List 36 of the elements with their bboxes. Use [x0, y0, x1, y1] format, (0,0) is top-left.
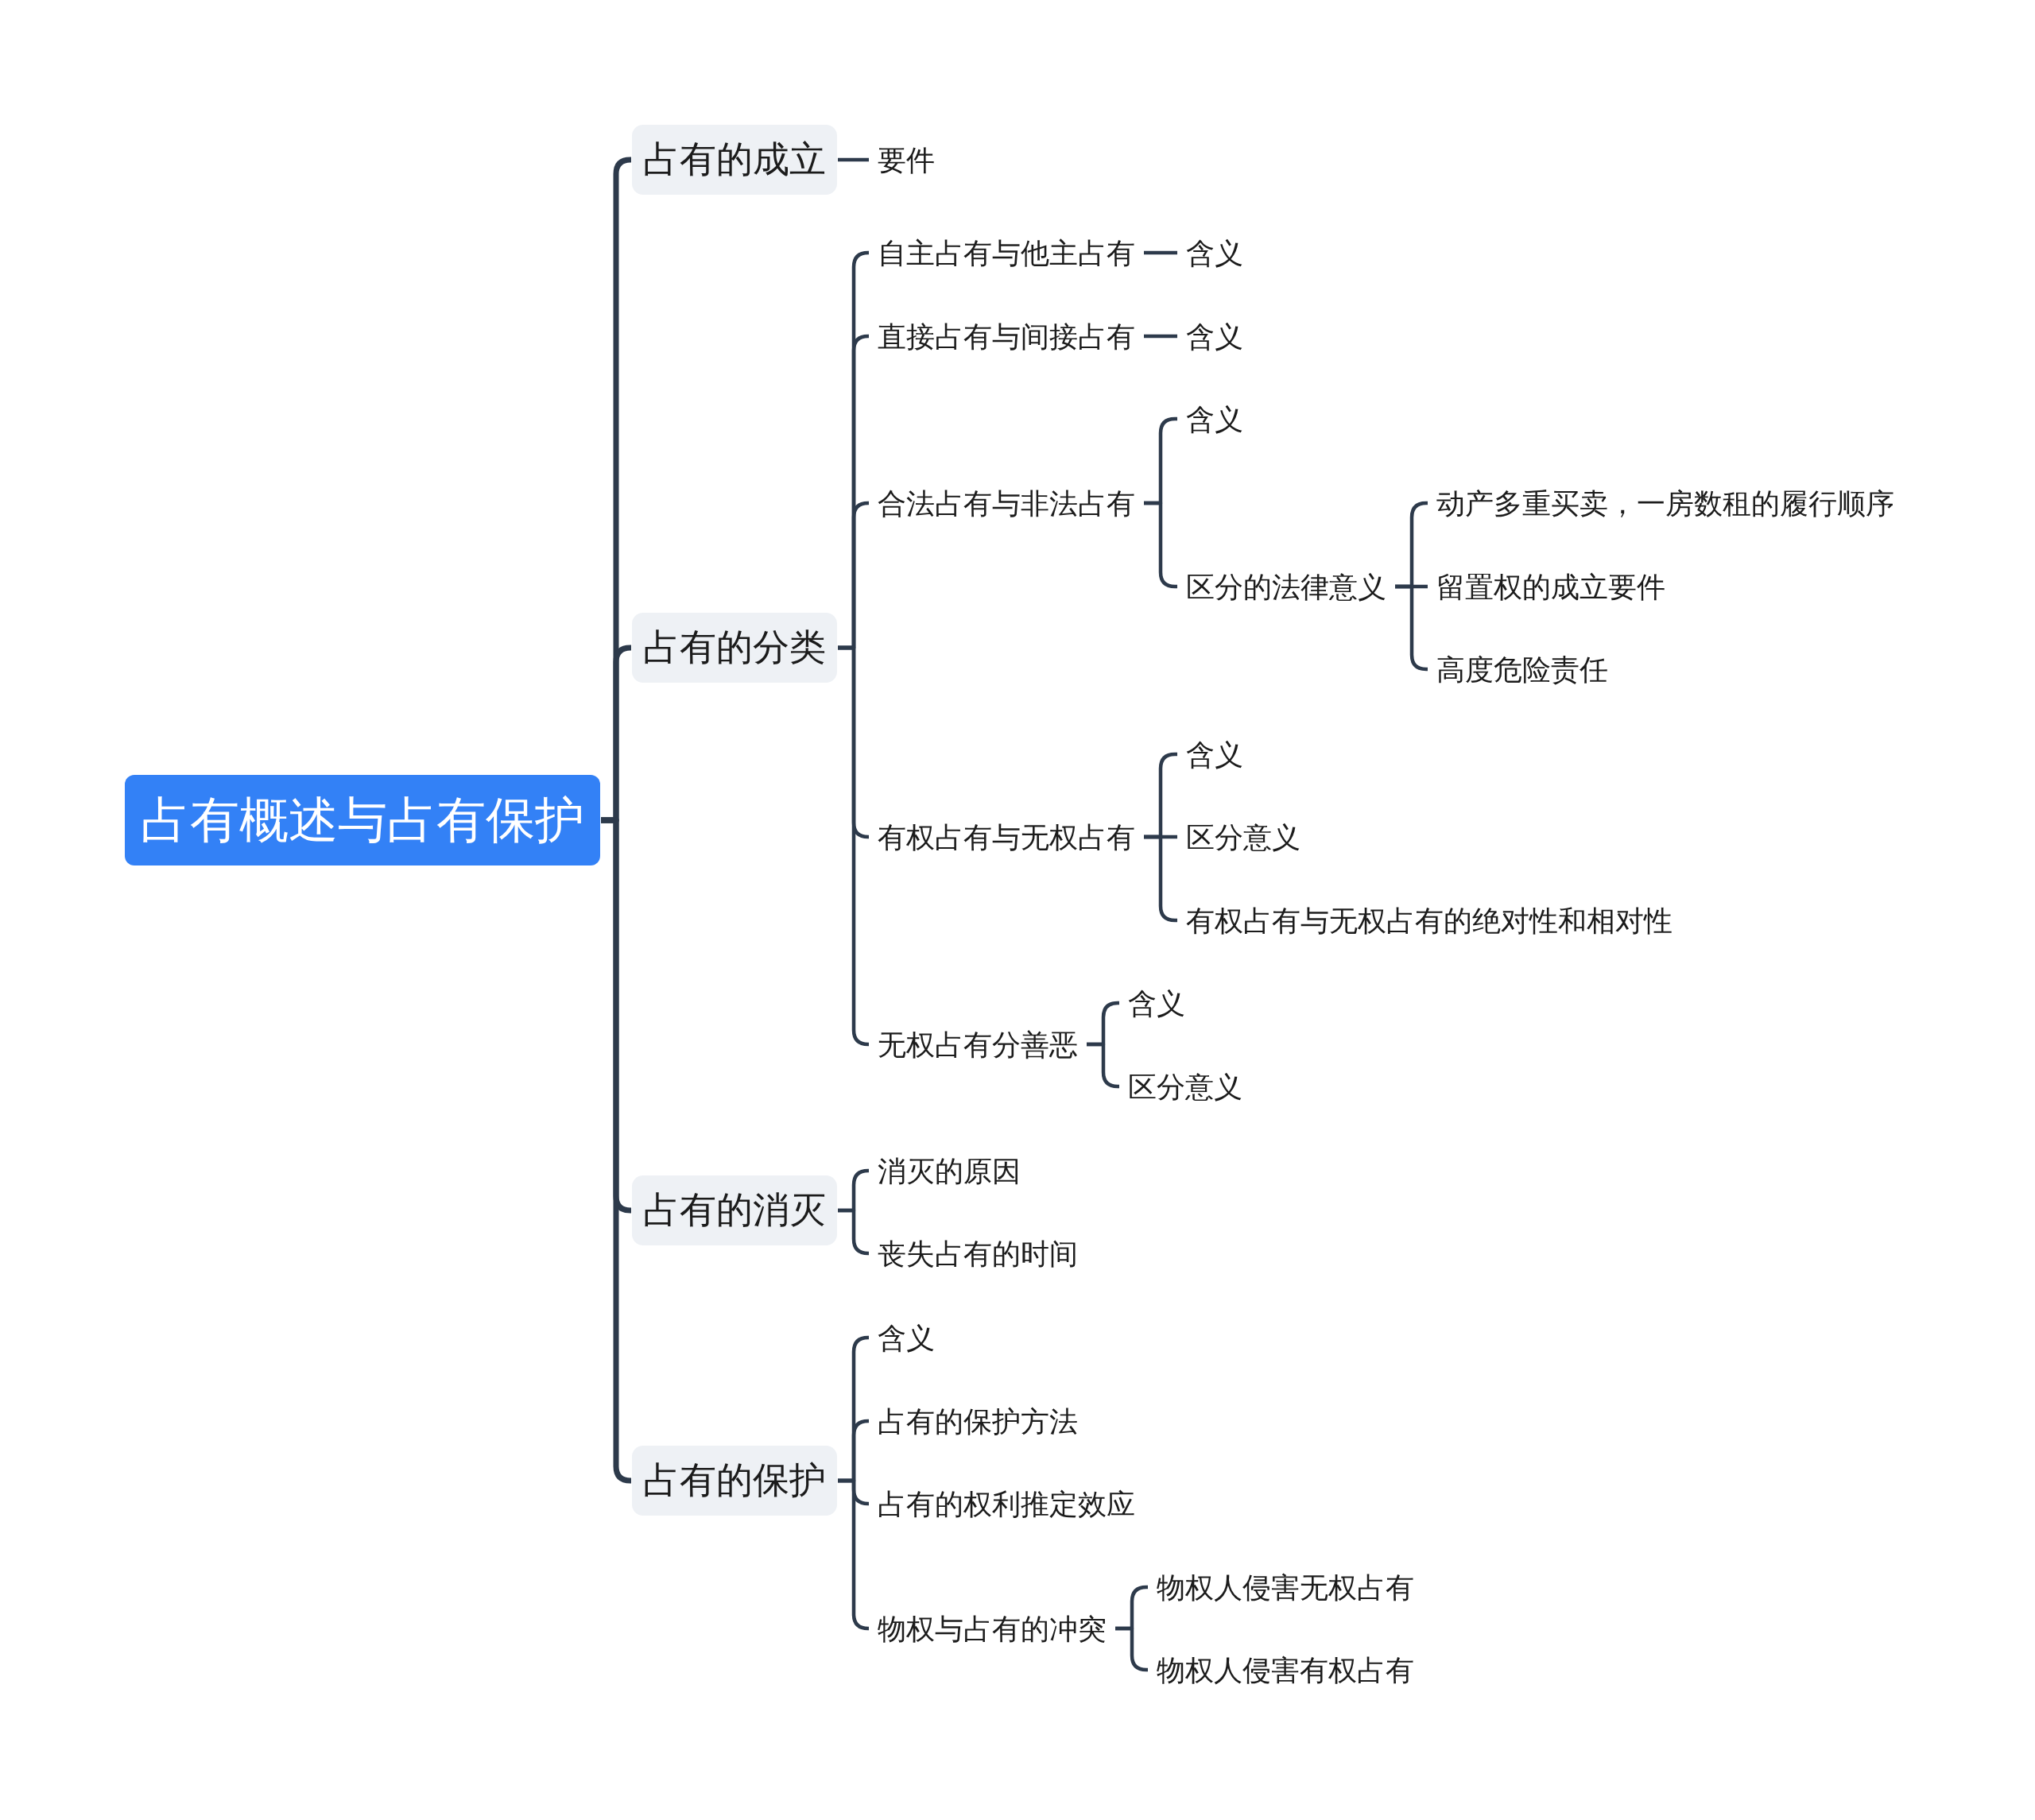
subtopic: 含义 [1178, 397, 1251, 440]
main-topic: 占有的消灭 [632, 1175, 837, 1245]
main-topic: 占有的分类 [632, 613, 837, 683]
subtopic: 消灭的原因 [870, 1149, 1029, 1192]
subtopic: 动产多重买卖，一房数租的履行顺序 [1428, 482, 1902, 525]
subtopic: 占有的保护方法 [870, 1400, 1086, 1442]
subtopic: 含义 [1178, 231, 1251, 274]
subtopic: 区分意义 [1178, 815, 1308, 858]
subtopic: 物权人侵害无权占有 [1149, 1566, 1422, 1609]
subtopic: 无权占有分善恶 [870, 1023, 1086, 1066]
connector-line [1115, 1626, 1149, 1672]
connector-line [1144, 334, 1177, 339]
main-topic: 占有的成立 [632, 125, 837, 195]
subtopic: 区分意义 [1120, 1065, 1250, 1108]
subtopic: 留置权的成立要件 [1428, 565, 1673, 608]
central-topic: 占有概述与占有保护 [125, 775, 600, 865]
subtopic: 有权占有与无权占有的绝对性和相对性 [1178, 899, 1680, 942]
subtopic: 区分的法律意义 [1178, 565, 1394, 608]
subtopic: 含义 [1178, 315, 1251, 358]
subtopic: 自主占有与他主占有 [870, 231, 1143, 274]
main-topic: 占有的保护 [632, 1446, 837, 1516]
subtopic: 物权人侵害有权占有 [1149, 1648, 1422, 1691]
connector-line [838, 157, 869, 162]
subtopic: 高度危险责任 [1428, 648, 1616, 691]
subtopic: 丧失占有的时间 [870, 1232, 1086, 1275]
subtopic: 直接占有与间接占有 [870, 315, 1143, 358]
subtopic: 含义 [1120, 982, 1193, 1024]
subtopic: 含义 [870, 1316, 943, 1359]
subtopic: 占有的权利推定效应 [870, 1482, 1143, 1525]
connector-line [601, 817, 634, 1484]
subtopic: 物权与占有的冲突 [870, 1607, 1114, 1650]
subtopic: 合法占有与非法占有 [870, 482, 1143, 525]
connector-line [1144, 250, 1177, 255]
subtopic: 有权占有与无权占有 [870, 815, 1143, 858]
subtopic: 要件 [870, 138, 943, 181]
subtopic: 含义 [1178, 733, 1251, 776]
